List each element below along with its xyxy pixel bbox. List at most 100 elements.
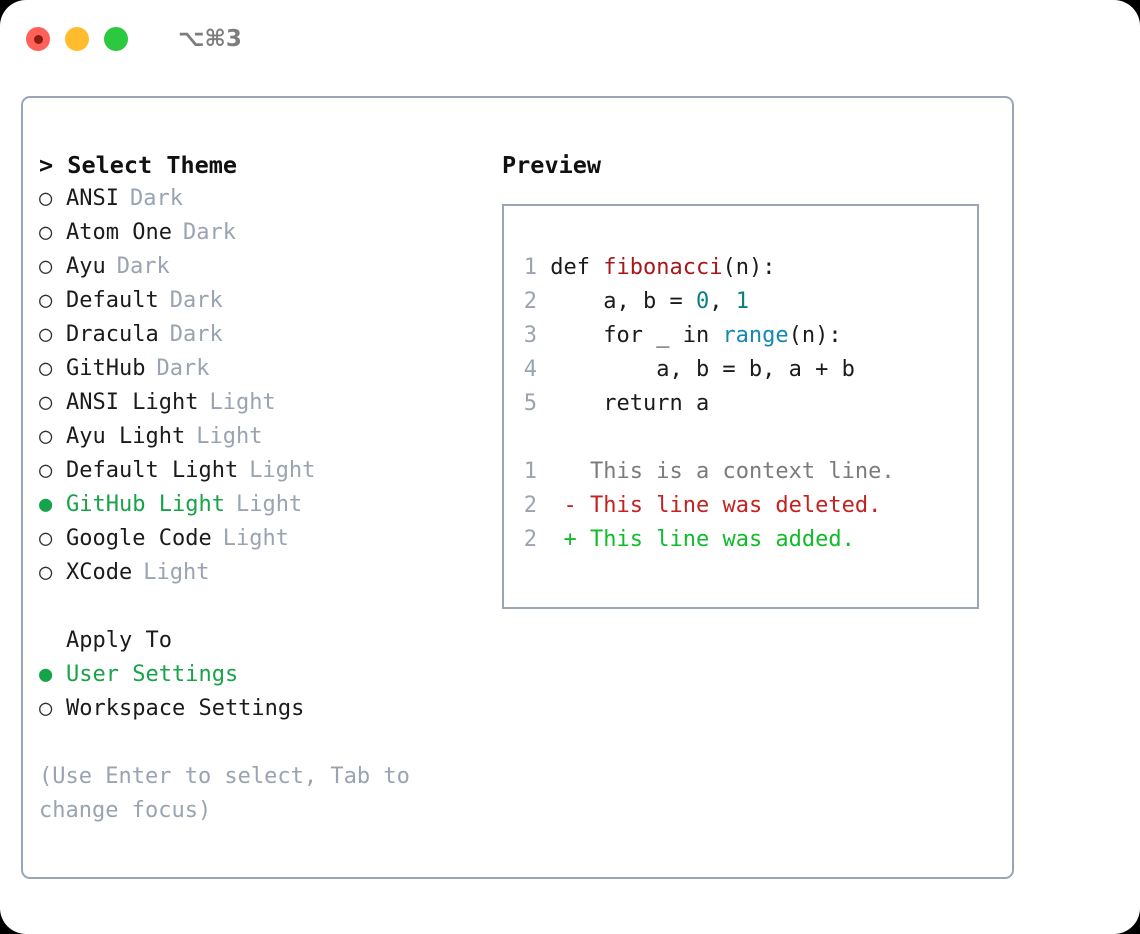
theme-option-label: GitHub	[66, 356, 146, 381]
theme-option-label: Default	[66, 288, 159, 313]
radio-unselected-icon: ○	[39, 696, 53, 721]
close-icon	[33, 34, 43, 44]
theme-option-ayu[interactable]: ○ Ayu Dark	[39, 250, 493, 284]
diff-marker	[564, 459, 577, 484]
theme-option-ayu-light[interactable]: ○ Ayu Light Light	[39, 420, 493, 454]
code-token: (n):	[788, 323, 842, 348]
theme-option-label: Atom One	[66, 220, 172, 245]
keyboard-shortcut-label: ⌥⌘3	[178, 26, 242, 52]
line-number: 5	[523, 391, 537, 416]
theme-option-default[interactable]: ○ Default Dark	[39, 284, 493, 318]
theme-option-label: Ayu Light	[66, 424, 186, 449]
theme-option-label: Google Code	[66, 526, 212, 551]
apply-to-option-workspace-settings[interactable]: ○ Workspace Settings	[39, 692, 493, 726]
diff-text: This is a context line.	[590, 459, 895, 484]
theme-option-ansi-light[interactable]: ○ ANSI Light Light	[39, 386, 493, 420]
radio-unselected-icon: ○	[39, 288, 53, 313]
apply-to-option-user-settings[interactable]: ● User Settings	[39, 658, 493, 692]
code-token: 0	[695, 289, 710, 314]
spacer	[39, 590, 493, 624]
theme-option-default-light[interactable]: ○ Default Light Light	[39, 454, 493, 488]
code-token: def	[550, 255, 604, 280]
code-token: a, b =	[550, 289, 696, 314]
select-theme-header: > Select Theme	[39, 151, 238, 179]
radio-unselected-icon: ○	[39, 254, 53, 279]
line-number: 1	[523, 459, 537, 484]
radio-unselected-icon: ○	[39, 322, 53, 347]
theme-variant-badge: Light	[143, 560, 210, 585]
radio-unselected-icon: ○	[39, 560, 53, 585]
theme-option-label: ANSI	[66, 186, 119, 211]
line-number: 4	[523, 357, 537, 382]
code-line: 3 for _ in range(n):	[522, 319, 977, 353]
apply-to-list: ● User Settings ○ Workspace Settings	[39, 658, 493, 726]
traffic-lights	[26, 27, 128, 51]
radio-unselected-icon: ○	[39, 526, 53, 551]
diff-text: This line was added.	[590, 527, 855, 552]
code-token: 1	[735, 289, 749, 314]
theme-option-github[interactable]: ○ GitHub Dark	[39, 352, 493, 386]
code-token: fibonacci	[603, 255, 723, 280]
theme-option-dracula[interactable]: ○ Dracula Dark	[39, 318, 493, 352]
theme-variant-badge: Dark	[156, 356, 210, 381]
theme-option-google-code[interactable]: ○ Google Code Light	[39, 522, 493, 556]
theme-variant-badge: Dark	[169, 288, 223, 313]
close-window-button[interactable]	[26, 27, 50, 51]
code-token: for _ in	[550, 323, 723, 348]
apply-to-header: Apply To	[66, 628, 172, 653]
title-bar: ⌥⌘3	[0, 0, 1140, 78]
theme-option-label: Default Light	[66, 458, 239, 483]
code-line: 1 def fibonacci(n):	[522, 251, 977, 285]
code-line: 4 a, b = b, a + b	[522, 353, 977, 387]
theme-variant-badge: Dark	[169, 322, 223, 347]
theme-variant-badge: Light	[222, 526, 289, 551]
line-number: 2	[523, 527, 537, 552]
maximize-window-button[interactable]	[104, 27, 128, 51]
theme-variant-badge: Light	[196, 424, 263, 449]
radio-unselected-icon: ○	[39, 356, 53, 381]
theme-variant-badge: Light	[209, 390, 276, 415]
theme-variant-badge: Dark	[182, 220, 236, 245]
spacer	[522, 421, 977, 455]
theme-option-label: Ayu	[66, 254, 106, 279]
code-token: a, b = b, a + b	[550, 357, 855, 382]
radio-unselected-icon: ○	[39, 390, 53, 415]
code-line: 2 a, b = 0, 1	[522, 285, 977, 319]
theme-variant-badge: Light	[235, 492, 303, 517]
code-line: 5 return a	[522, 387, 977, 421]
diff-text: This line was deleted.	[590, 493, 882, 518]
line-number: 2	[523, 289, 537, 314]
radio-unselected-icon: ○	[39, 424, 53, 449]
code-token: return a	[550, 391, 710, 416]
diff-line-add: 2 + This line was added.	[522, 523, 977, 557]
minimize-window-button[interactable]	[65, 27, 89, 51]
line-number: 3	[523, 323, 537, 348]
code-token: range	[722, 323, 789, 348]
theme-option-label: ANSI Light	[66, 390, 199, 415]
preview-title: Preview	[502, 151, 602, 179]
line-number: 2	[523, 493, 537, 518]
radio-unselected-icon: ○	[39, 458, 53, 483]
apply-to-option-label: User Settings	[66, 662, 239, 687]
radio-selected-icon: ●	[39, 662, 53, 687]
code-token: ,	[709, 289, 736, 314]
apply-to-option-label: Workspace Settings	[66, 696, 305, 721]
spacer	[39, 726, 493, 760]
theme-variant-badge: Light	[249, 458, 316, 483]
keyboard-hint-text: (Use Enter to select, Tab to change focu…	[39, 764, 424, 823]
preview-pane: Preview 1 def fibonacci(n):2 a, b = 0, 1…	[493, 98, 1012, 877]
theme-option-atom-one[interactable]: ○ Atom One Dark	[39, 216, 493, 250]
theme-variant-badge: Dark	[116, 254, 170, 279]
radio-unselected-icon: ○	[39, 220, 53, 245]
theme-option-label: Dracula	[66, 322, 159, 347]
